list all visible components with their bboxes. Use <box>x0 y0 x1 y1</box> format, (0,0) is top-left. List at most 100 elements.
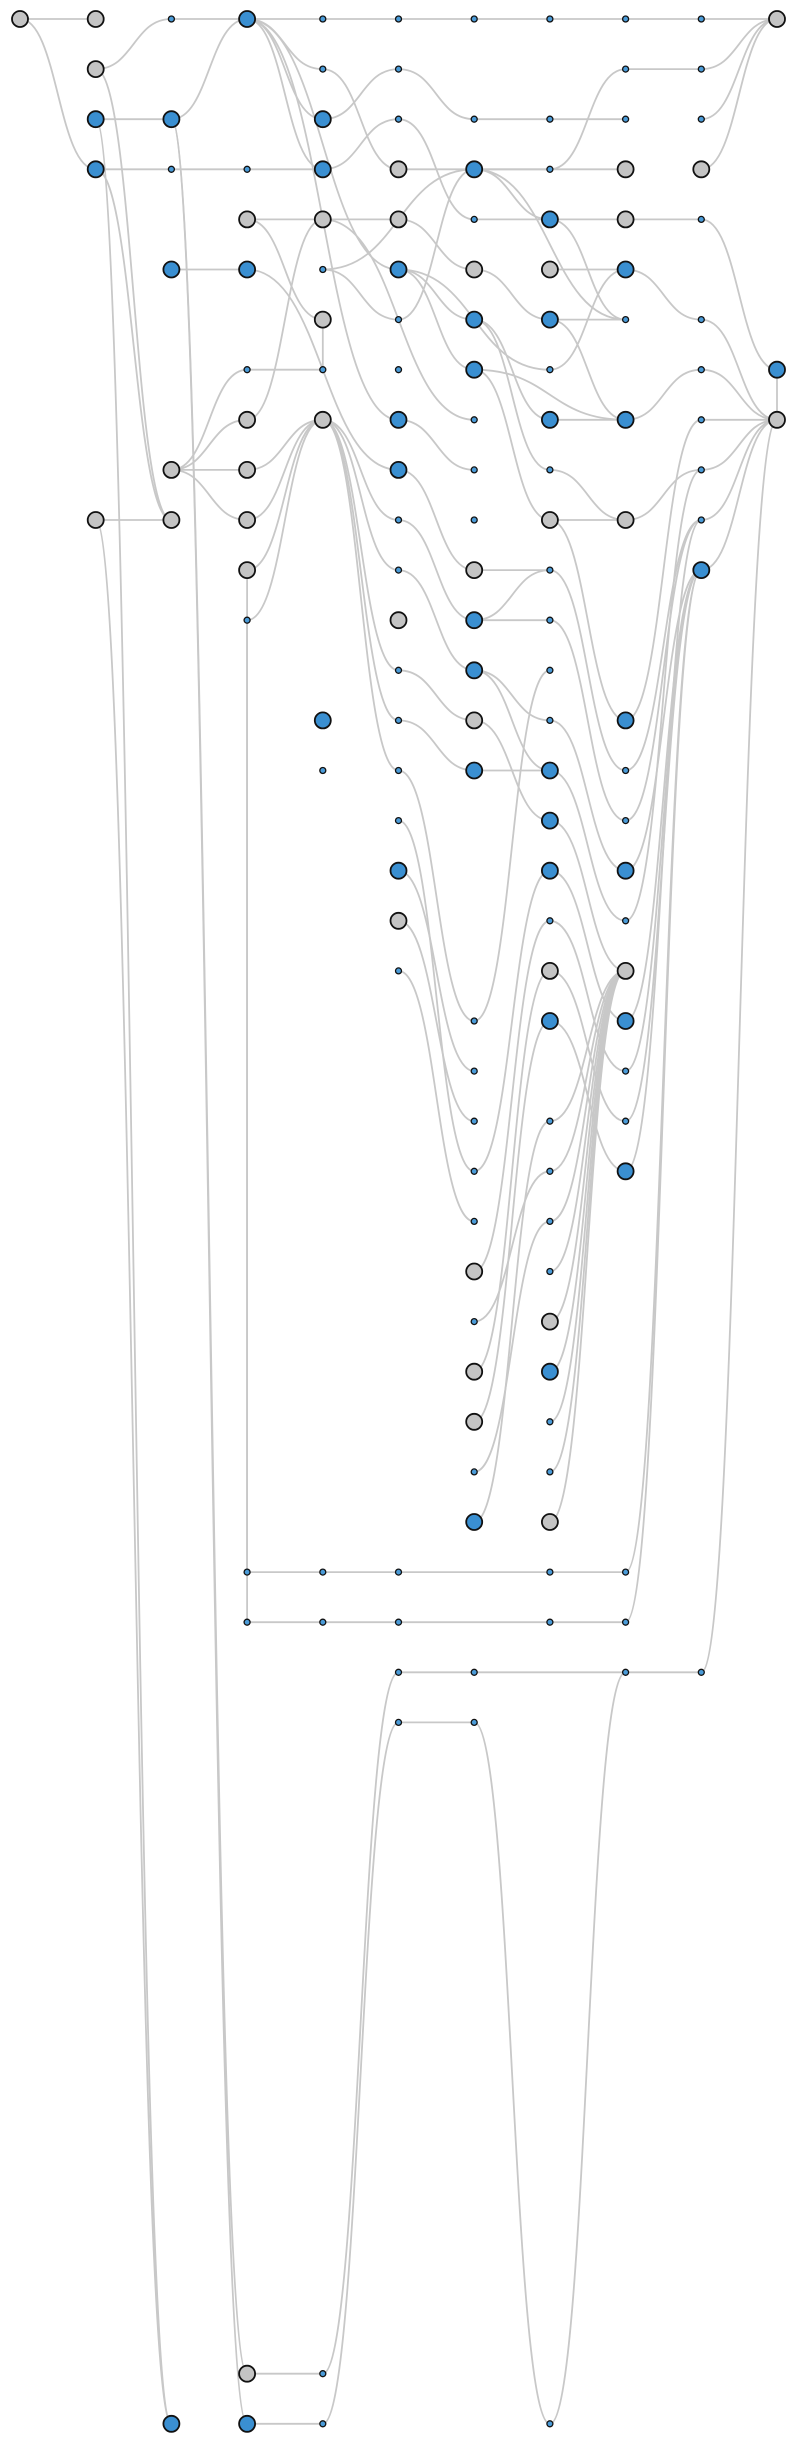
node-dummy-h1 <box>621 15 630 23</box>
edge-g11-h11 <box>549 569 626 772</box>
edge-f6-g9 <box>474 318 551 471</box>
node-blue-e18 <box>389 861 408 880</box>
edge-b2-c1 <box>171 18 248 121</box>
node-dummy-e7 <box>394 315 403 324</box>
edge-a6-m3 <box>94 519 173 2425</box>
edge-b5-c5 <box>171 368 248 471</box>
node-dummy-f19 <box>470 1167 478 1175</box>
node-dummy-f16 <box>470 1017 478 1025</box>
edge-g16-h15 <box>549 819 626 972</box>
node-dummy-e2 <box>394 65 403 73</box>
edge-g15-h14 <box>549 769 626 922</box>
node-dummy-g11 <box>546 566 554 574</box>
edge-g23-h15 <box>549 970 626 1223</box>
edge-g10-h10 <box>549 519 626 722</box>
edge-e20-f20 <box>398 970 475 1223</box>
node-blue-g15 <box>541 761 559 780</box>
edge-c7-d9 <box>247 418 323 471</box>
node-dummy-g12 <box>546 616 554 624</box>
node-gray-c8 <box>238 511 257 529</box>
node-dummy-k16 <box>470 1718 478 1727</box>
node-gray-c9 <box>238 561 257 579</box>
node-dummy-g28 <box>546 1468 554 1476</box>
edge-c3-d7 <box>247 218 323 321</box>
node-blue-g26 <box>541 1362 559 1381</box>
node-gray-e5 <box>389 210 408 229</box>
node-gray-b5 <box>162 460 181 479</box>
node-dummy-g24 <box>546 1267 554 1276</box>
edge-c6-d5 <box>246 218 323 421</box>
node-dummy-h14 <box>621 917 630 925</box>
node-dummy-g13 <box>546 666 554 674</box>
node-gray-e4 <box>389 160 408 179</box>
node-blue-h13 <box>616 861 635 880</box>
edge-e18-f17 <box>398 869 475 1072</box>
node-gray-d7 <box>313 310 332 329</box>
edge-i7-j3 <box>701 368 778 421</box>
node-gray-g25 <box>541 1312 559 1331</box>
edge-e10-f11 <box>398 469 475 571</box>
node-blue-g4 <box>541 210 559 229</box>
node-dummy-i5 <box>697 215 705 224</box>
edge-f5-g6 <box>474 268 550 321</box>
node-dummy-i6 <box>697 315 705 324</box>
node-dummy-b1 <box>167 15 176 23</box>
node-gray-h15 <box>616 962 635 980</box>
node-dummy-g23 <box>546 1217 554 1226</box>
node-blue-f12 <box>465 611 484 630</box>
edge-i11-j3 <box>701 418 778 571</box>
node-dummy-f20 <box>470 1217 478 1226</box>
node-dummy-k8 <box>394 1618 403 1626</box>
node-gray-f14 <box>465 711 484 730</box>
edge-c1-d3 <box>247 18 323 121</box>
edge-f3-g4 <box>474 168 550 221</box>
node-dummy-f25 <box>470 1468 478 1476</box>
edge-e17-f19 <box>398 819 475 1173</box>
edge-c1-e6 <box>247 18 399 271</box>
node-dummy-m5 <box>319 2420 327 2428</box>
node-dummy-h17 <box>621 1067 630 1075</box>
edge-a4-m3 <box>94 118 173 2425</box>
edge-g9-h9 <box>549 469 626 521</box>
node-dummy-d8 <box>319 366 327 374</box>
node-blue-g16 <box>541 811 559 830</box>
edge-g29-h15 <box>549 970 626 1523</box>
node-dummy-f4 <box>470 215 478 224</box>
edge-g27-h15 <box>549 970 626 1423</box>
edge-m6-k13 <box>549 1671 627 2425</box>
edge-g22-h15 <box>549 970 626 1173</box>
node-blue-d10 <box>313 711 332 730</box>
edge-f13-g15 <box>474 669 550 772</box>
node-blue-g8 <box>541 410 559 429</box>
edge-f21-g18 <box>473 919 551 1273</box>
edge-h8-i7 <box>625 368 702 421</box>
node-dummy-e17 <box>394 816 403 825</box>
node-dummy-i8 <box>697 416 705 424</box>
node-dummy-e3 <box>394 115 403 123</box>
edge-f13-g14 <box>474 669 550 722</box>
node-dummy-g1 <box>546 15 554 23</box>
node-dummy-k11 <box>394 1668 403 1676</box>
node-dummy-d11 <box>319 766 327 775</box>
node-dummy-f18 <box>470 1117 478 1125</box>
node-dummy-c2 <box>243 165 251 173</box>
edge-h19-i10 <box>625 519 702 1173</box>
node-gray-m1 <box>238 2364 257 2383</box>
node-dummy-f17 <box>470 1067 478 1075</box>
node-gray-g29 <box>541 1513 559 1531</box>
node-gray-f5 <box>465 260 484 279</box>
edge-c1-d4 <box>246 18 323 171</box>
node-dummy-k5 <box>621 1568 630 1576</box>
node-gray-a2 <box>86 10 105 28</box>
node-blue-h16 <box>616 1012 635 1030</box>
node-gray-f21 <box>465 1262 484 1281</box>
edge-f12-g11 <box>474 569 550 622</box>
node-blue-f3 <box>465 160 484 179</box>
node-gray-i4 <box>692 160 711 179</box>
edge-b5-c6 <box>171 418 248 471</box>
node-dummy-b3 <box>167 165 176 173</box>
node-dummy-h2 <box>621 65 630 73</box>
node-gray-h9 <box>616 511 635 529</box>
node-blue-b4 <box>162 260 181 279</box>
node-blue-f7 <box>465 360 484 379</box>
